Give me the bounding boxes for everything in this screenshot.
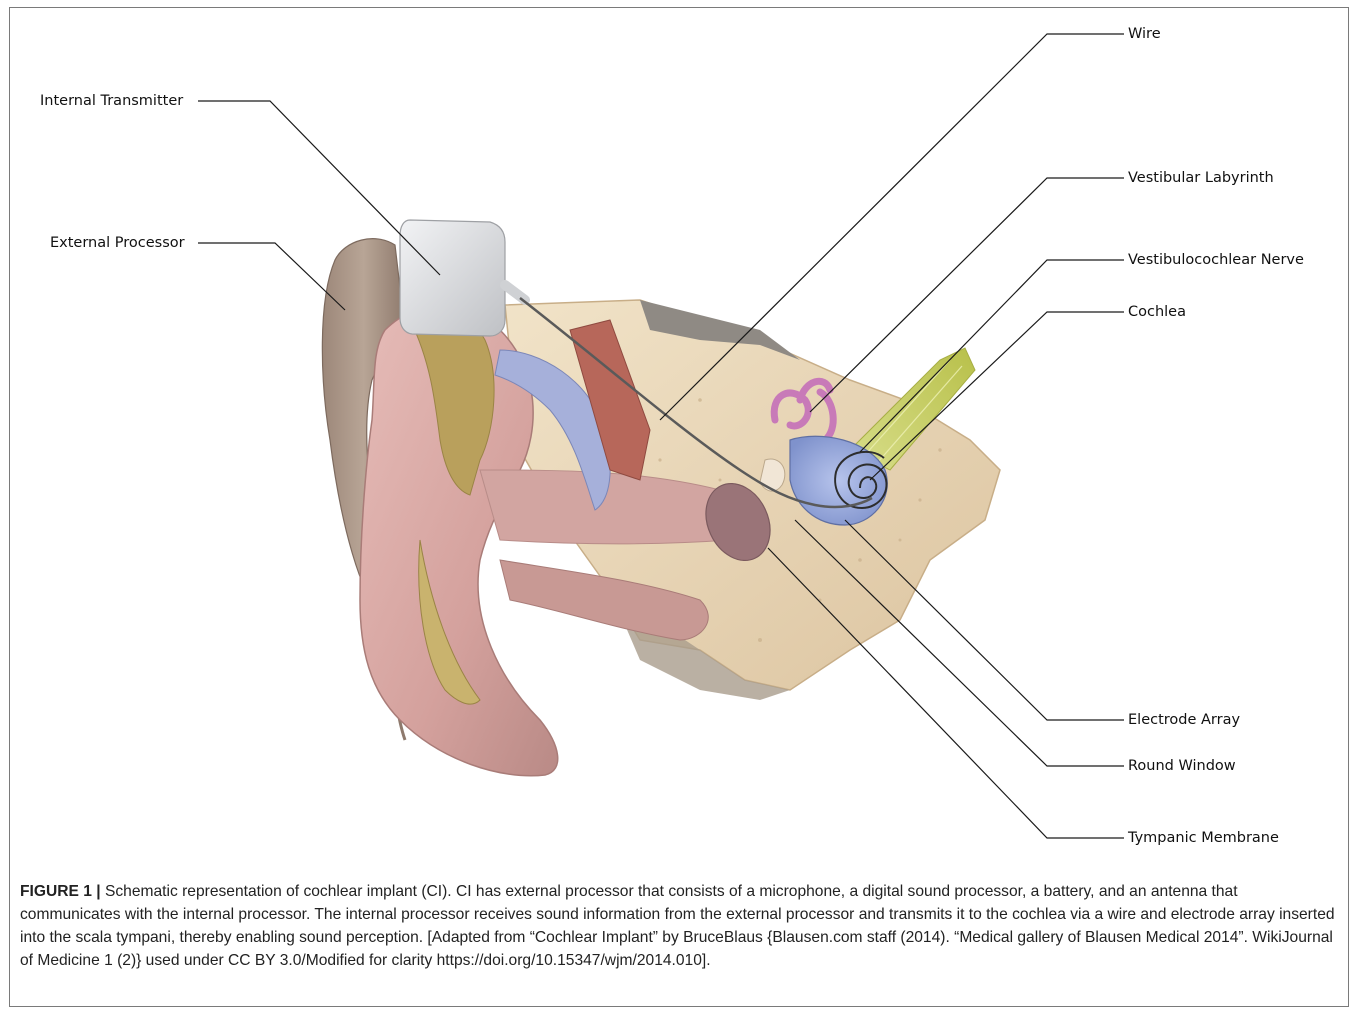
label-wire: Wire — [1128, 25, 1161, 43]
label-cochlea: Cochlea — [1128, 303, 1186, 321]
label-internal-transmitter: Internal Transmitter — [40, 92, 183, 110]
label-vestibulocochlear-nerve: Vestibulocochlear Nerve — [1128, 251, 1304, 269]
label-tympanic-membrane: Tympanic Membrane — [1128, 829, 1279, 847]
caption-text: Schematic representation of cochlear imp… — [20, 883, 1335, 969]
label-round-window: Round Window — [1128, 757, 1236, 775]
label-external-processor: External Processor — [50, 234, 185, 252]
caption-label: FIGURE 1 | — [20, 883, 101, 900]
label-vestibular-labyrinth: Vestibular Labyrinth — [1128, 169, 1274, 187]
transmitter-shape — [400, 220, 505, 336]
cochlear-implant-illustration — [0, 0, 1360, 870]
label-electrode-array: Electrode Array — [1128, 711, 1240, 729]
figure-caption: FIGURE 1 | Schematic representation of c… — [20, 880, 1340, 972]
